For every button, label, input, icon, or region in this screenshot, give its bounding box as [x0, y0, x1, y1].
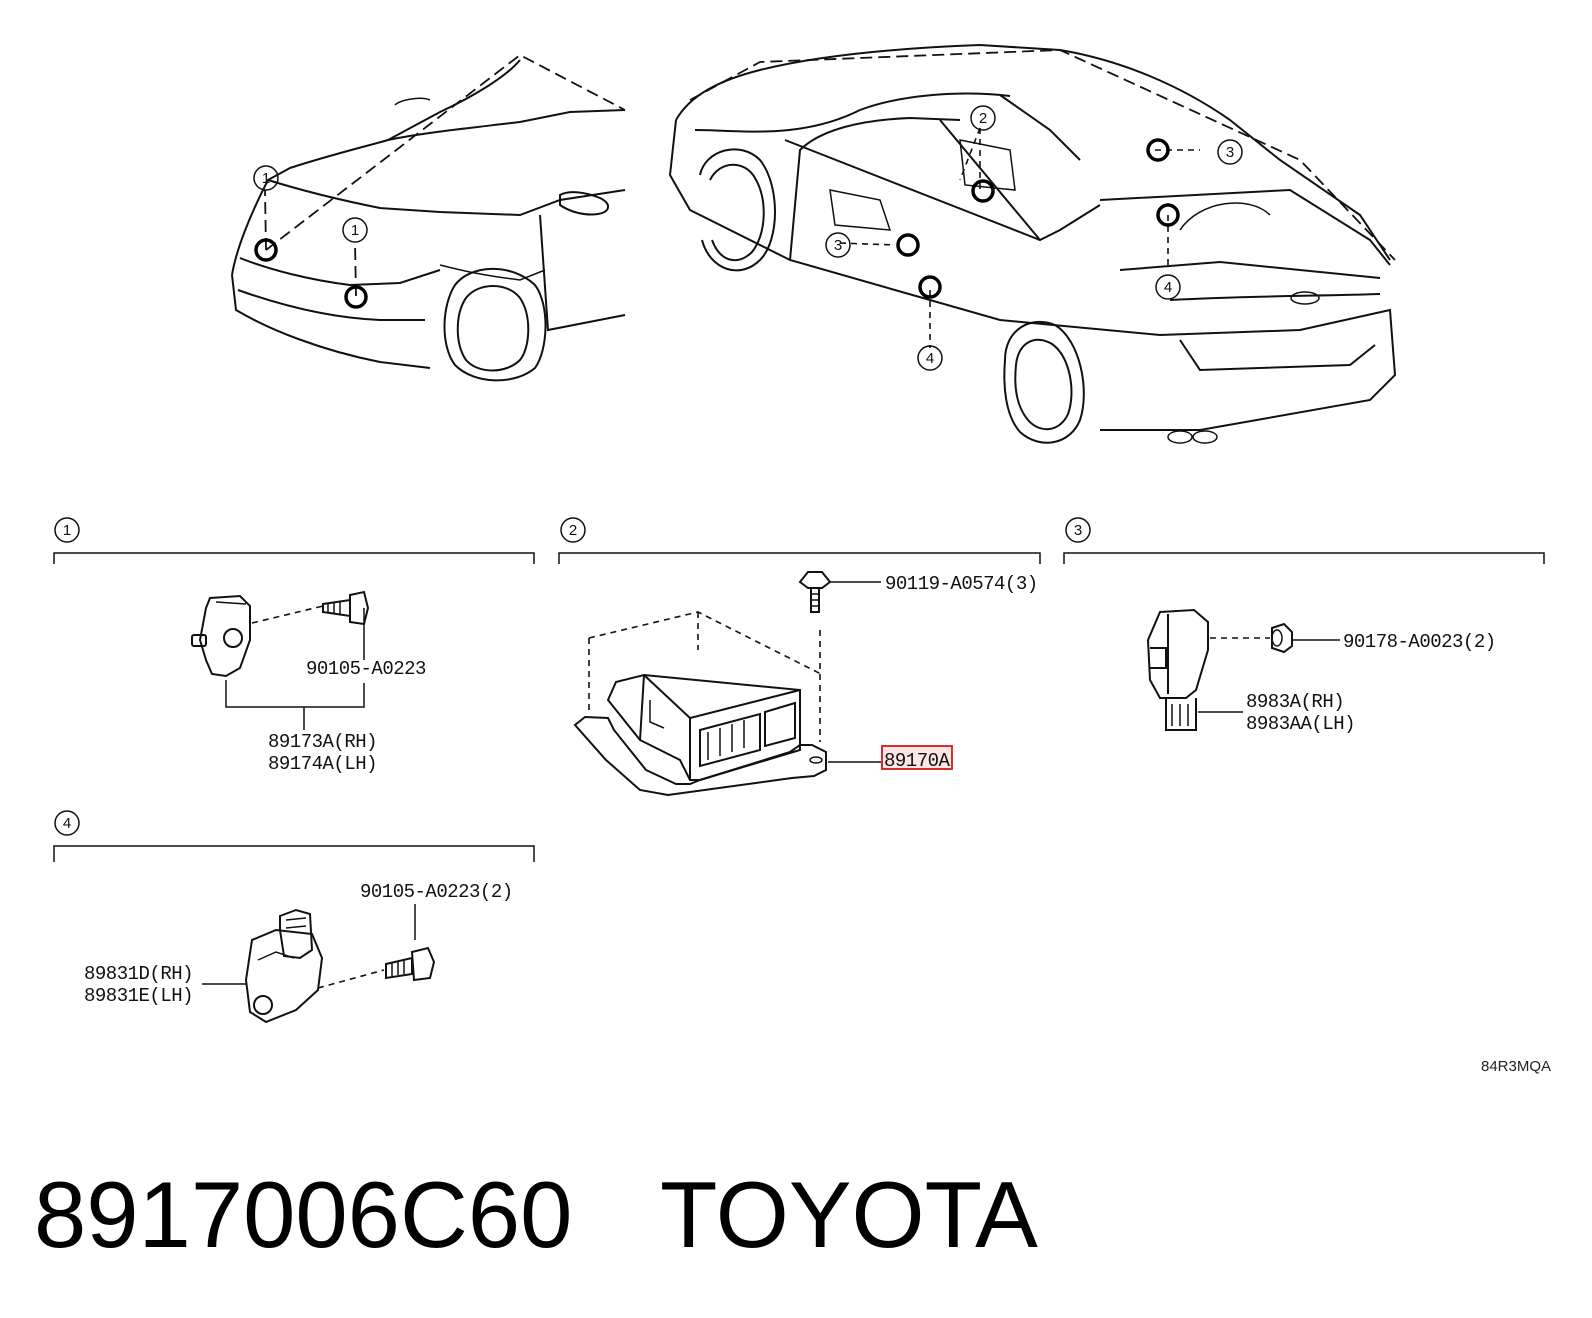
section-3: 3 90178-A0023(2) 8983A(RH) 8983AA(LH)	[1063, 517, 1545, 735]
section-4-marker: 4	[54, 810, 80, 836]
section-3-marker: 3	[1065, 517, 1091, 543]
svg-text:2: 2	[569, 522, 577, 539]
part-label-90105-a0223-x2[interactable]: 90105-A0223(2)	[360, 881, 513, 903]
part-label-90119-a0574[interactable]: 90119-A0574(3)	[885, 573, 1038, 595]
section-4: 4 90105-A0223(2) 89831D(RH) 89831E(LH)	[53, 810, 535, 1024]
part-label-89173a[interactable]: 89173A(RH)	[268, 731, 378, 753]
caption-part-number: 8917006C60	[34, 1162, 572, 1267]
bolt-90105-a0223[interactable]	[322, 590, 370, 626]
callout-1-bumper[interactable]: 1	[342, 217, 368, 243]
part-label-8983aa[interactable]: 8983AA(LH)	[1246, 713, 1356, 735]
callout-4-side[interactable]: 4	[917, 345, 943, 371]
section-1-marker: 1	[54, 517, 80, 543]
svg-text:4: 4	[926, 350, 934, 367]
section-1: 1 90105-A0223 89173A(RH) 89174A(LH)	[53, 517, 535, 775]
section-2-marker: 2	[560, 517, 586, 543]
front-impact-sensor[interactable]	[191, 594, 251, 678]
svg-text:3: 3	[1074, 522, 1082, 539]
part-label-89170a[interactable]: 89170A	[884, 750, 951, 772]
part-label-8983a[interactable]: 8983A(RH)	[1246, 691, 1345, 713]
callout-3-pillar[interactable]: 3	[1217, 139, 1243, 165]
airbag-sensor-assembly[interactable]	[573, 673, 827, 797]
svg-text:1: 1	[262, 170, 270, 187]
part-label-90105-a0223[interactable]: 90105-A0223	[306, 658, 427, 680]
part-label-90178-a0023[interactable]: 90178-A0023(2)	[1343, 631, 1496, 653]
callout-1-headlamp[interactable]: 1	[253, 165, 279, 191]
section-1-bracket	[53, 552, 535, 564]
rear-vehicle-view: 2 3 3 4 4	[668, 43, 1397, 444]
part-label-89831e[interactable]: 89831E(LH)	[84, 985, 194, 1007]
svg-text:4: 4	[1164, 279, 1172, 296]
rear-impact-sensor[interactable]	[244, 908, 324, 1024]
nut-90178-a0023[interactable]	[1271, 622, 1293, 654]
svg-text:3: 3	[1226, 144, 1234, 161]
section-3-bracket	[1063, 552, 1545, 564]
callout-4-rear[interactable]: 4	[1155, 274, 1181, 300]
part-label-89174a[interactable]: 89174A(LH)	[268, 753, 378, 775]
diagram-code: 84R3MQA	[1481, 1058, 1551, 1075]
front-vehicle-view: 1 1	[231, 53, 626, 382]
svg-text:3: 3	[834, 237, 842, 254]
bolt-90105-a0223-sec4[interactable]	[385, 946, 436, 982]
callout-3-front-door[interactable]: 3	[825, 232, 851, 258]
svg-text:1: 1	[351, 222, 359, 239]
highlight-box-89170a	[881, 745, 953, 770]
svg-text:2: 2	[979, 110, 987, 127]
svg-text:1: 1	[63, 522, 71, 539]
callout-2-airbag-module[interactable]: 2	[970, 105, 996, 131]
svg-text:4: 4	[63, 815, 71, 832]
section-2: 2 90119-A0574(3) 8917	[558, 517, 1041, 797]
side-impact-sensor[interactable]	[1146, 608, 1209, 731]
part-label-89831d[interactable]: 89831D(RH)	[84, 963, 194, 985]
screw-90119-a0574[interactable]	[798, 571, 832, 613]
caption-brand: TOYOTA	[660, 1162, 1038, 1267]
section-2-bracket	[558, 552, 1041, 564]
section-4-bracket	[53, 845, 535, 862]
